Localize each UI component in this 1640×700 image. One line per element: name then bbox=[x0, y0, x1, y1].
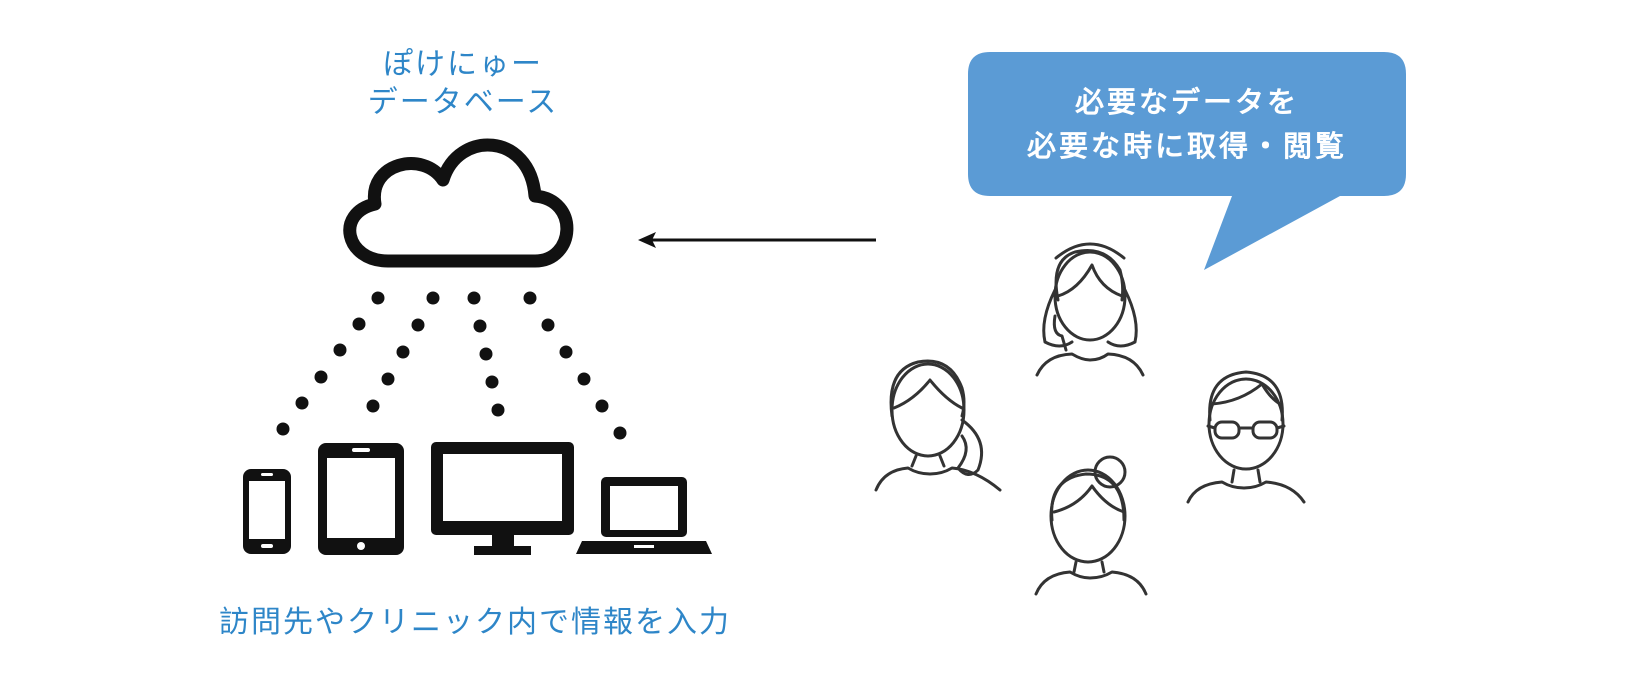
devices-caption: 訪問先やクリニック内で情報を入力 bbox=[219, 605, 731, 640]
speech-bubble: 必要なデータを 必要な時に取得・閲覧 bbox=[968, 52, 1406, 270]
person-woman-bun-icon bbox=[1034, 455, 1148, 596]
arrow-left-icon bbox=[638, 232, 876, 248]
dots-to-monitor bbox=[467, 291, 505, 417]
speech-bubble-line1: 必要なデータを bbox=[1075, 85, 1299, 119]
database-title-line2: データベース bbox=[368, 85, 559, 120]
speech-bubble-line2: 必要な時に取得・閲覧 bbox=[1027, 129, 1347, 163]
smartphone-icon bbox=[243, 469, 291, 554]
dots-to-laptop bbox=[523, 291, 627, 440]
cloud-icon bbox=[343, 138, 574, 268]
database-title-line1: ぽけにゅー bbox=[383, 47, 543, 82]
laptop-icon bbox=[576, 477, 712, 554]
person-woman-ponytail-icon bbox=[874, 359, 1002, 492]
dots-to-smartphone bbox=[276, 291, 385, 436]
monitor-icon bbox=[431, 442, 574, 555]
connection-dots bbox=[276, 291, 627, 440]
person-man-glasses-icon bbox=[1186, 370, 1306, 504]
person-woman-long-hair-icon bbox=[1035, 242, 1145, 377]
tablet-icon bbox=[318, 443, 404, 555]
dots-to-tablet bbox=[366, 291, 440, 413]
